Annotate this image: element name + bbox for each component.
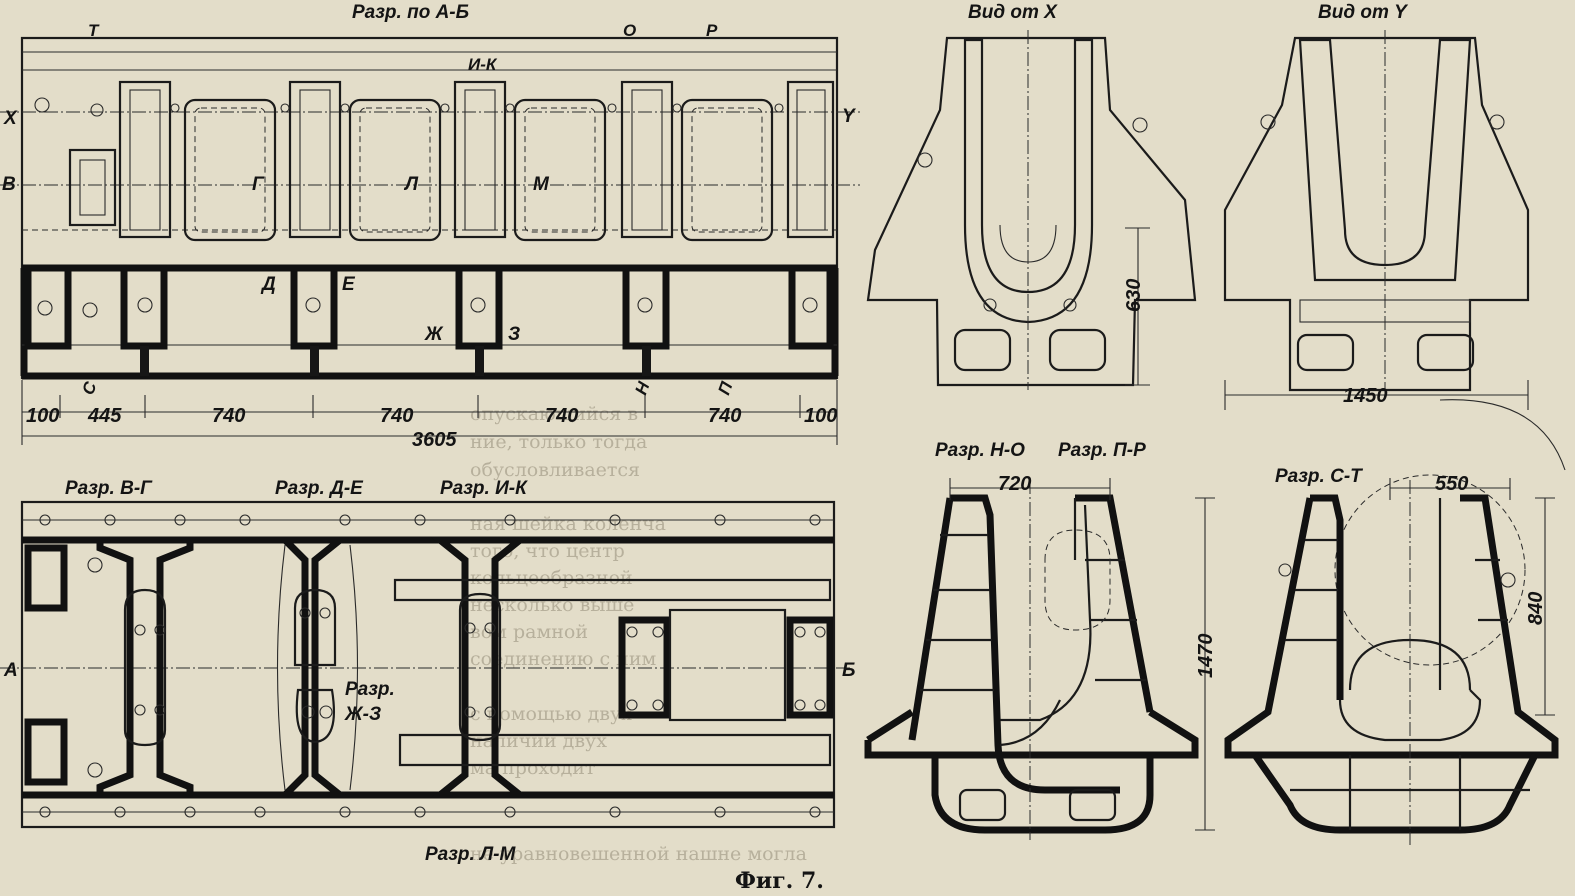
background-text-line: опускающийся в [470,403,638,425]
section-ab-elevation [0,36,860,445]
dimension-550 [1389,478,1511,500]
figure-caption: Фиг. 7. [735,868,824,894]
background-text-line: ма проходит [470,757,595,779]
marker-m: М [533,174,550,195]
dim-740-c: 740 [545,405,578,427]
background-text-line: ние, только тогда [470,431,647,453]
title-section-de: Разр. Д-Е [275,478,364,499]
background-text-line: наличии двух [470,730,607,752]
dim-550: 550 [1435,473,1468,495]
title-section-ik: Разр. И-К [440,478,528,499]
plan-bolt-holes [39,514,826,818]
marker-x: X [3,108,18,129]
dim-3605: 3605 [412,429,457,451]
dimension-840 [1535,497,1555,716]
dim-100-right: 100 [804,405,837,427]
title-section-no: Разр. Н-О [935,440,1025,461]
dim-630: 630 [1123,279,1145,312]
ribs-no [920,533,1146,692]
dimension-chain-top [21,380,838,445]
dim-100-left: 100 [26,405,59,427]
marker-o: О [623,21,636,40]
marker-y: Y [842,106,857,127]
marker-v: В [2,174,16,195]
marker-a: А [3,660,18,681]
section-st [1224,399,1566,845]
dim-720: 720 [998,473,1031,495]
marker-b: Б [842,660,855,681]
marker-t: T [88,21,100,40]
view-from-y [1223,30,1530,410]
marker-d: Д [260,274,276,295]
background-text-line: не уравновешенной нашне могла [470,843,807,865]
bearing-housings [96,536,834,799]
view-from-x [866,30,1197,390]
marker-n: Н [631,379,653,398]
marker-g: Г [252,174,265,195]
dim-445: 445 [87,405,122,427]
dim-1470: 1470 [1195,634,1217,679]
background-text-line: с помощью двух [470,703,632,725]
dim-740-d: 740 [708,405,741,427]
marker-p: П [714,379,736,398]
marker-r: Р [706,21,718,40]
plan-sections [0,500,850,829]
dimension-1450 [1224,380,1529,410]
marker-l: Л [403,174,419,195]
title-section-lm: Разр. Л-М [425,844,516,865]
ribs-st [1285,538,1530,830]
title-section-zhz-b: Ж-З [344,704,381,725]
title-section-vg: Разр. В-Г [65,478,153,499]
dimension-630 [1125,227,1150,386]
title-view-x: Вид от X [968,2,1058,23]
crank-windows [183,98,774,242]
marker-zh: Ж [424,324,444,345]
dimension-720 [949,478,1111,500]
dimension-1470 [1195,497,1215,831]
bolt-holes [34,97,818,318]
column-frames [24,80,835,376]
dim-740-b: 740 [380,405,413,427]
title-section-zhz: Разр. [345,679,395,700]
dim-840: 840 [1525,592,1547,625]
background-text-line: обусловливается [470,459,640,481]
background-text-line: ная шейка коленча [470,513,666,535]
dimension-labels: 100 445 740 740 740 740 100 3605 630 145… [26,279,1547,678]
background-text-line: соединению с ним [470,648,657,670]
title-view-y: Вид от Y [1318,2,1409,23]
dim-1450: 1450 [1343,385,1388,407]
marker-s: С [78,379,100,398]
title-section-pr: Разр. П-Р [1058,440,1146,461]
view-titles: Разр. по А-Б Вид от X Вид от Y Разр. В-Г… [65,2,1409,865]
marker-z: З [508,324,520,345]
dim-740-a: 740 [212,405,245,427]
section-no-pr [864,478,1215,840]
background-text-line: кольцеобразной [470,567,633,589]
title-section-ab: Разр. по А-Б [352,2,469,23]
marker-ik: И-К [468,55,498,74]
title-section-st: Разр. С-Т [1275,466,1363,487]
marker-e: Е [342,274,356,295]
